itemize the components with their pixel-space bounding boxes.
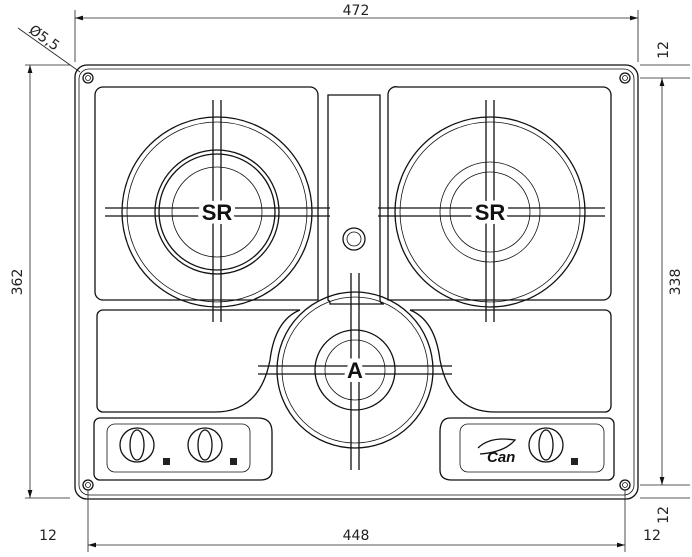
dim-inner-height: 338 — [668, 269, 684, 296]
control-knobs — [119, 427, 578, 465]
dim-bottom-margin: 12 — [656, 506, 672, 524]
dim-overall-height: 362 — [10, 269, 26, 296]
knob-center-burner — [187, 427, 223, 463]
dim-left-margin: 12 — [39, 528, 57, 544]
dim-hole-diameter: Ø5,5 — [26, 22, 62, 54]
knob-left-burner — [119, 427, 155, 463]
mounting-holes — [82, 72, 631, 491]
svg-text:Can: Can — [487, 449, 515, 466]
dim-top-margin: 12 — [656, 41, 672, 59]
knob-right-burner — [528, 427, 564, 463]
dimension-lines — [17, 10, 690, 552]
burner-left-sr: SR — [105, 100, 330, 322]
brand-logo: Can — [477, 438, 517, 466]
hob-plate — [74, 64, 639, 500]
dim-right-margin: 12 — [643, 528, 661, 544]
dim-inner-width: 448 — [343, 528, 370, 544]
burner-label: SR — [202, 200, 233, 225]
burner-center-a: A — [258, 273, 452, 470]
burner-label: A — [347, 358, 363, 383]
burner-label: SR — [475, 200, 506, 225]
burner-right-sr: SR — [378, 100, 605, 322]
dim-overall-width: 472 — [343, 3, 370, 19]
